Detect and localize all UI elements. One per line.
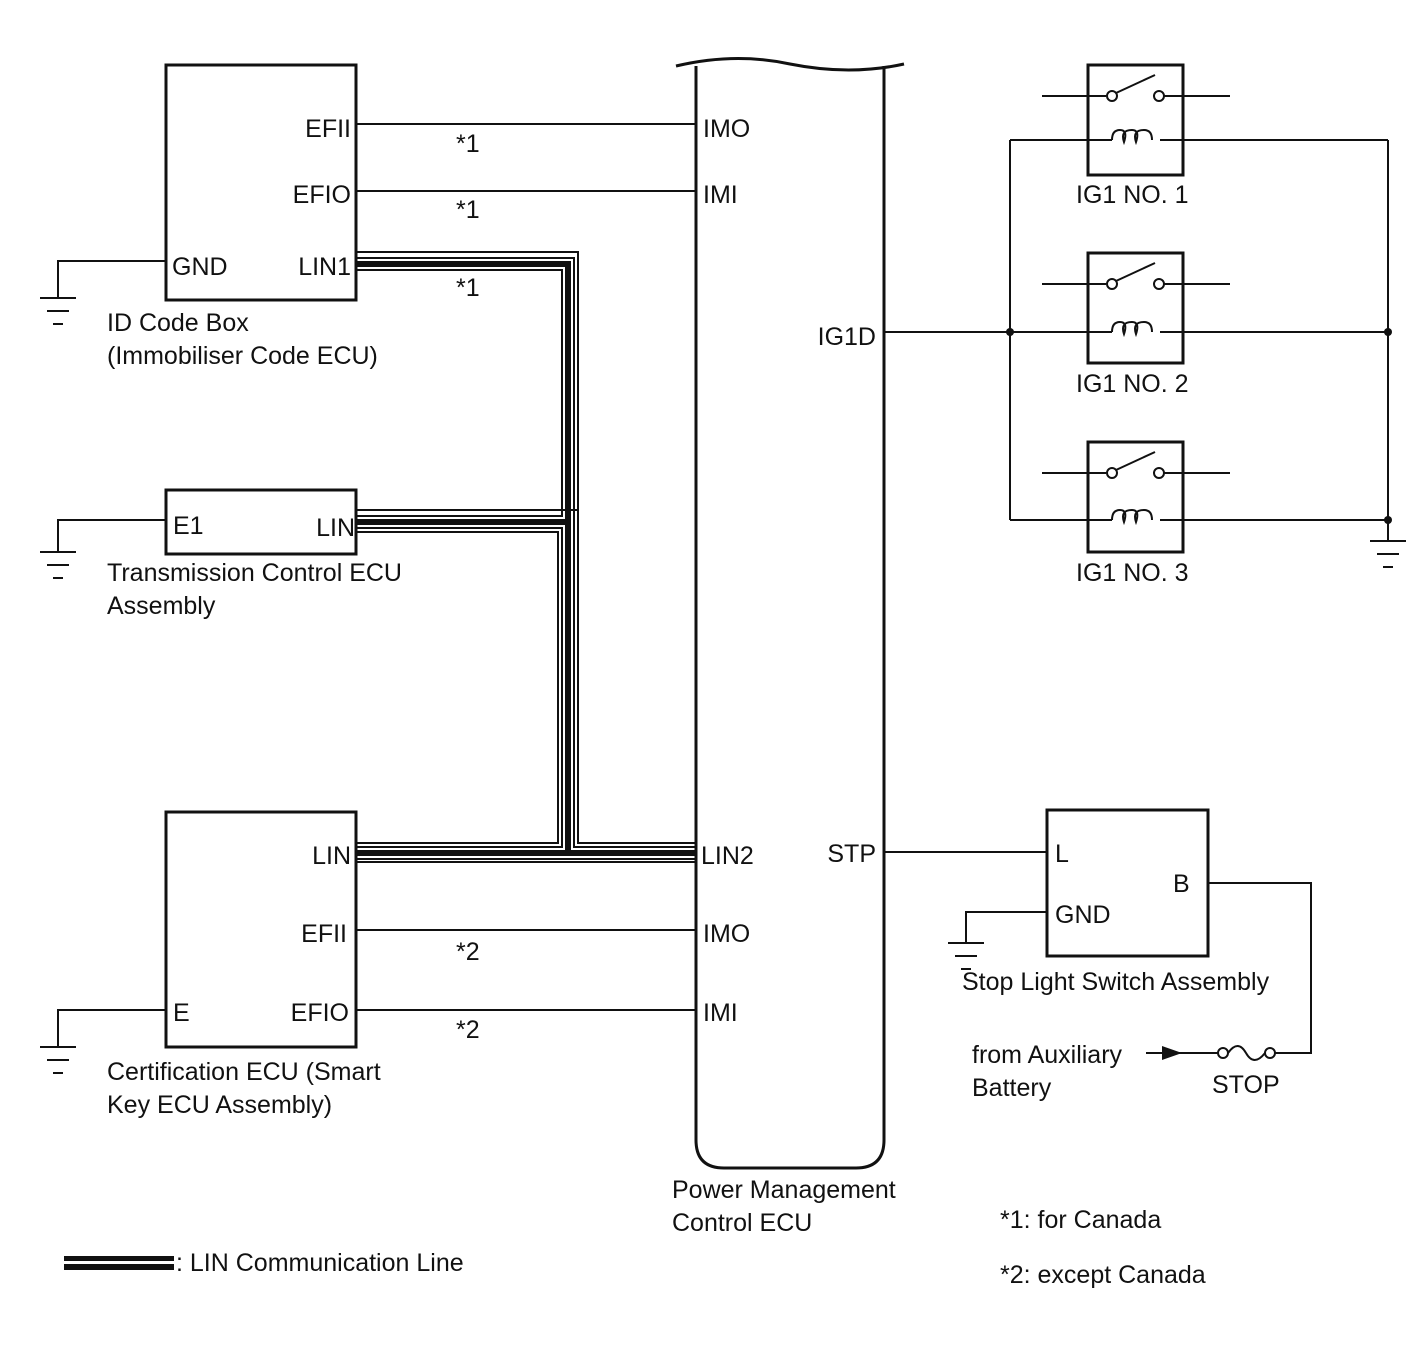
cert-pin-efii: EFII — [301, 920, 347, 948]
transmission-control-ecu: E1 LIN — [164, 488, 358, 556]
pmecu-pin-stp: STP — [827, 840, 876, 868]
sls-pin-gnd: GND — [1055, 901, 1111, 929]
ground-symbol-tcu — [40, 519, 166, 579]
stop-light-switch-assembly: L GND B — [1045, 808, 1210, 958]
footnote-2: *2: except Canada — [1000, 1261, 1206, 1289]
relay-label-2: IG1 NO. 2 — [1076, 370, 1189, 398]
relay-ig1-no1 — [1010, 63, 1388, 177]
cert-pin-efio: EFIO — [291, 999, 349, 1027]
power-management-ecu: IMO IMI IG1D LIN2 STP IMO IMI — [675, 56, 905, 1170]
lin-communication-bus — [357, 251, 697, 863]
idbox-pin-gnd: GND — [172, 253, 228, 281]
legend-lin-line-label: : LIN Communication Line — [176, 1249, 464, 1277]
note-efii-top: *1 — [456, 130, 480, 158]
legend-lin-line-symbol — [64, 1256, 174, 1270]
sls-pin-b: B — [1173, 870, 1190, 898]
pmecu-pin-lin2: LIN2 — [701, 842, 754, 870]
sls-name: Stop Light Switch Assembly — [962, 968, 1270, 996]
id-code-box: EFII EFIO GND LIN1 — [164, 63, 358, 302]
tcu-name-line1: Transmission Control ECU — [107, 559, 402, 587]
cert-name-line2: Key ECU Assembly) — [107, 1091, 332, 1119]
relay-label-3: IG1 NO. 3 — [1076, 559, 1189, 587]
wire-b-to-fuse — [1208, 882, 1312, 1054]
footnote-1: *1: for Canada — [1000, 1206, 1161, 1234]
ground-symbol-sls — [948, 911, 1047, 970]
relay-ig1-no2 — [1010, 251, 1388, 365]
pmecu-pin-ig1d: IG1D — [818, 323, 876, 351]
ground-symbol-relays — [1370, 540, 1406, 568]
idbox-pin-efio: EFIO — [293, 181, 351, 209]
idbox-pin-lin1: LIN1 — [298, 253, 351, 281]
relay-label-1: IG1 NO. 1 — [1076, 181, 1189, 209]
aux-source-line1: from Auxiliary — [972, 1041, 1123, 1069]
fuse-label: STOP — [1212, 1071, 1280, 1099]
note-lin1: *1 — [456, 274, 480, 302]
aux-source-line2: Battery — [972, 1074, 1052, 1102]
pmecu-pin-imi-top: IMI — [703, 181, 738, 209]
tcu-pin-e1: E1 — [173, 512, 204, 540]
pmecu-pin-imo-bottom: IMO — [703, 920, 750, 948]
pmecu-pin-imi-bottom: IMI — [703, 999, 738, 1027]
pmecu-name-line2: Control ECU — [672, 1209, 812, 1237]
sls-pin-l: L — [1055, 840, 1069, 868]
note-efii-bottom: *2 — [456, 938, 480, 966]
certification-ecu: LIN EFII E EFIO — [164, 810, 358, 1049]
tcu-name-line2: Assembly — [107, 592, 216, 620]
tcu-pin-lin: LIN — [316, 514, 355, 542]
idbox-pin-efii: EFII — [305, 115, 351, 143]
idbox-name-line1: ID Code Box — [107, 309, 249, 337]
cert-pin-lin: LIN — [312, 842, 351, 870]
pmecu-name-line1: Power Management — [672, 1176, 896, 1204]
ground-symbol-idbox — [40, 260, 166, 325]
pmecu-pin-imo-top: IMO — [703, 115, 750, 143]
stop-fuse — [1146, 1045, 1276, 1061]
note-efio-bottom: *2 — [456, 1016, 480, 1044]
note-efio-top: *1 — [456, 196, 480, 224]
ground-symbol-cert — [40, 1009, 166, 1074]
cert-name-line1: Certification ECU (Smart — [107, 1058, 381, 1086]
idbox-name-line2: (Immobiliser Code ECU) — [107, 342, 378, 370]
relay-ig1-no3 — [1010, 440, 1388, 554]
cert-pin-e: E — [173, 999, 190, 1027]
